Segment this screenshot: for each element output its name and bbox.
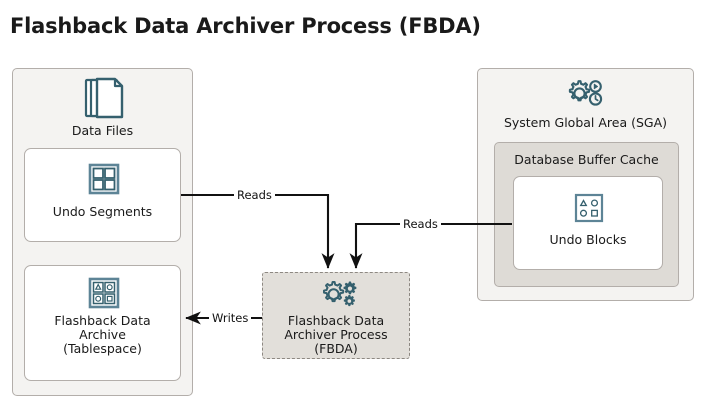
edge-undo-segments-reads	[181, 193, 335, 269]
gears-icon	[318, 279, 362, 311]
fbda-process-label: Flashback Data Archiver Process (FBDA)	[263, 314, 409, 356]
grid-2x2-icon	[87, 162, 121, 196]
undo-segments-box[interactable]: Undo Segments	[24, 148, 181, 242]
documents-stack-icon	[79, 75, 127, 121]
edge-label-reads-undo-segments: Reads	[234, 188, 275, 202]
sga-label: System Global Area (SGA)	[503, 115, 668, 130]
fbda-label-line-3: (FBDA)	[314, 341, 358, 356]
fbda-label-line-1: Flashback Data	[287, 313, 385, 328]
data-files-label: Data Files	[71, 123, 134, 138]
database-buffer-cache-label: Database Buffer Cache	[514, 152, 659, 167]
database-buffer-cache-panel: Database Buffer Cache Undo Blocks	[494, 142, 679, 287]
edge-label-reads-undo-blocks: Reads	[400, 217, 441, 231]
undo-blocks-box[interactable]: Undo Blocks	[513, 176, 663, 270]
fbda-process-box[interactable]: Flashback Data Archiver Process (FBDA)	[262, 272, 410, 359]
fbda-label-line-2: Archiver Process	[284, 327, 388, 342]
undo-segments-label: Undo Segments	[52, 204, 153, 219]
page-title: Flashback Data Archiver Process (FBDA)	[10, 14, 481, 38]
flashback-data-archive-box[interactable]: Flashback Data Archive (Tablespace)	[24, 265, 181, 381]
gear-clock-icon	[561, 76, 609, 112]
fda-label-line-1: Flashback Data	[54, 313, 151, 328]
grid-shapes-icon	[87, 276, 121, 310]
fda-label-line-3: (Tablespace)	[63, 341, 142, 356]
edge-label-writes: Writes	[209, 311, 252, 325]
fda-label-line-2: Archive	[79, 327, 126, 342]
undo-blocks-label: Undo Blocks	[549, 232, 627, 247]
block-shapes-icon	[572, 191, 606, 225]
flashback-data-archive-label: Flashback Data Archive (Tablespace)	[25, 314, 180, 356]
